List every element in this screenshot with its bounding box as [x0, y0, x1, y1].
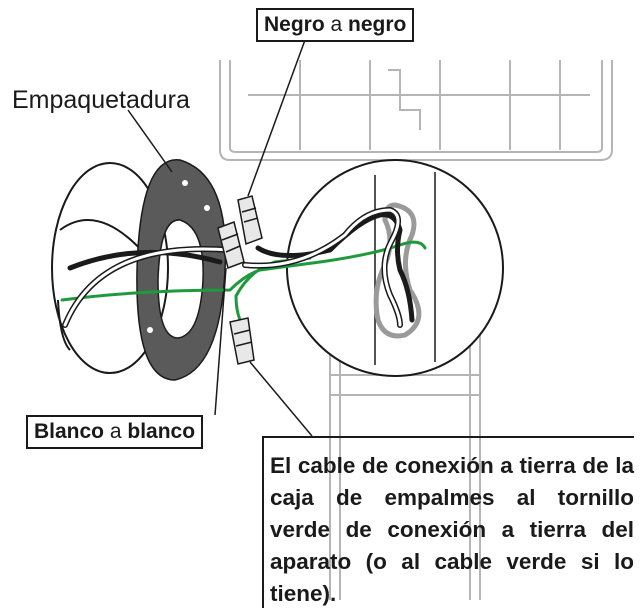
label-black-to-black: Negro a negro — [256, 8, 415, 42]
label-gasket: Empaquetadura — [12, 86, 190, 114]
fixture-housing — [219, 60, 613, 600]
wire-nut-ground — [229, 317, 255, 365]
gasket-ring — [136, 159, 227, 381]
magnified-terminal-view — [286, 159, 504, 377]
wires — [60, 206, 427, 328]
leader-lines — [127, 39, 313, 437]
wire-nuts — [217, 195, 263, 365]
wire-nut-white — [217, 221, 245, 269]
label-ground-wire-note: El cable de conexión a tierra de la caja… — [262, 436, 634, 608]
label-white-to-white: Blanco a blanco — [26, 415, 204, 449]
